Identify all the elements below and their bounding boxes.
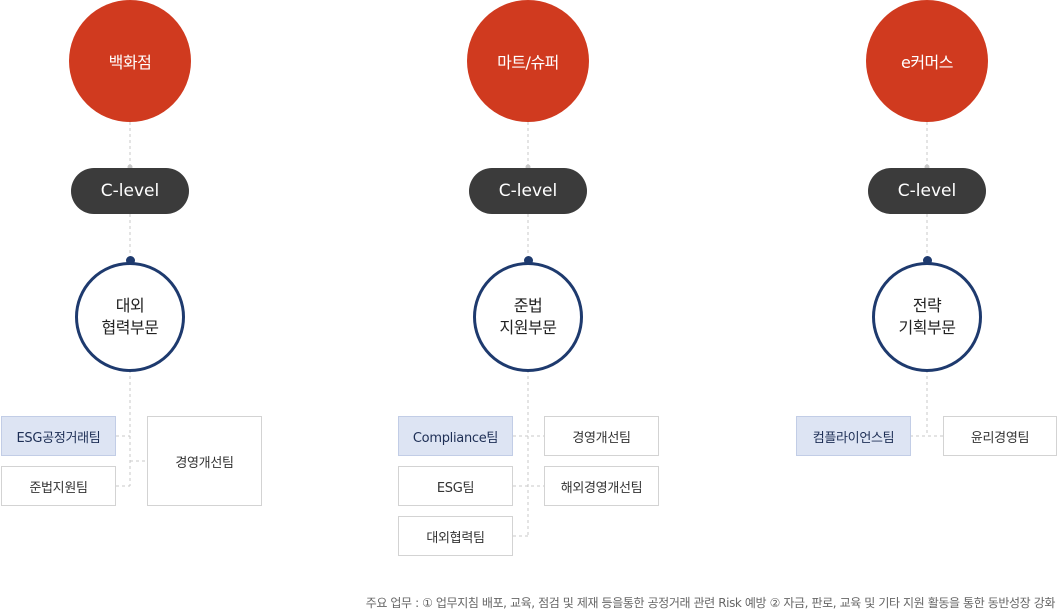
clevel-badge: C-level xyxy=(469,168,587,214)
clevel-label: C-level xyxy=(100,181,160,201)
team-label: ESG공정거래팀 xyxy=(16,430,101,446)
team-management-improvement: 경영개선팀 xyxy=(147,416,262,506)
dept-label-line2: 기획부문 xyxy=(898,318,956,337)
division-label: e커머스 xyxy=(900,53,954,72)
team-label: 준법지원팀 xyxy=(29,480,88,496)
clevel-label: C-level xyxy=(498,181,558,201)
team-compliance: Compliance팀 xyxy=(398,416,513,456)
team-ethics-management: 윤리경영팀 xyxy=(943,416,1057,456)
division-label: 백화점 xyxy=(108,53,152,72)
dept-label-line1: 전략 xyxy=(912,296,942,315)
team-management-improvement: 경영개선팀 xyxy=(544,416,659,456)
team-compliance: 컴플라이언스팀 xyxy=(796,416,911,456)
dept-label-line2: 협력부문 xyxy=(101,318,159,337)
dept-label-line1: 준법 xyxy=(513,296,543,315)
team-label: 대외협력팀 xyxy=(426,530,485,546)
team-overseas-management-improvement: 해외경영개선팀 xyxy=(544,466,659,506)
clevel-label: C-level xyxy=(897,181,957,201)
team-label: 해외경영개선팀 xyxy=(560,480,643,496)
clevel-badge: C-level xyxy=(71,168,189,214)
team-label: 경영개선팀 xyxy=(572,430,631,446)
dept-dot xyxy=(125,256,135,265)
dept-dot xyxy=(922,256,932,265)
division-mart-super: 마트/슈퍼 xyxy=(467,0,589,122)
team-esg-fair-trade: ESG공정거래팀 xyxy=(1,416,116,456)
team-compliance-support: 준법지원팀 xyxy=(1,466,116,506)
dept-label-line1: 대외 xyxy=(115,296,145,315)
division-label: 마트/슈퍼 xyxy=(497,53,559,72)
footnote: 주요 업무 : ① 업무지침 배포, 교육, 점검 및 제재 등을통한 공정거래… xyxy=(365,596,1056,610)
dept-dot xyxy=(523,256,533,265)
team-label: 경영개선팀 xyxy=(175,455,234,471)
team-label: 윤리경영팀 xyxy=(970,430,1030,446)
team-external-cooperation: 대외협력팀 xyxy=(398,516,513,556)
dept-external-affairs: 대외 협력부문 xyxy=(75,262,185,372)
division-ecommerce: e커머스 xyxy=(866,0,988,122)
division-department-store: 백화점 xyxy=(69,0,191,122)
team-esg: ESG팀 xyxy=(398,466,513,506)
dept-strategy-planning: 전략 기획부문 xyxy=(872,262,982,372)
clevel-badge: C-level xyxy=(868,168,986,214)
team-label: 컴플라이언스팀 xyxy=(812,430,895,446)
dept-label-line2: 지원부문 xyxy=(499,318,557,337)
team-label: Compliance팀 xyxy=(412,430,499,446)
dept-compliance: 준법 지원부문 xyxy=(473,262,583,372)
team-label: ESG팀 xyxy=(436,480,475,496)
